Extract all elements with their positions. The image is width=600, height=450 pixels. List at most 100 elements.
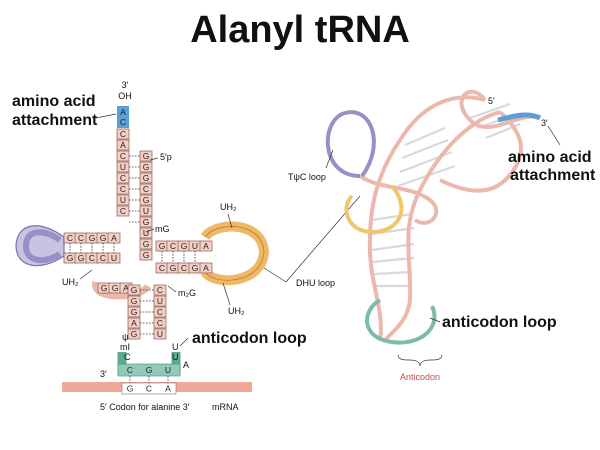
d-top-nt-box bbox=[199, 240, 213, 252]
middle-nt: G bbox=[101, 283, 108, 293]
tpsic-top-nt: C bbox=[67, 233, 73, 243]
acceptor-3-nt: C bbox=[120, 184, 126, 194]
anticodon-right-nt-box bbox=[153, 317, 167, 329]
uh2-label-bottom: UH₂ bbox=[228, 306, 245, 316]
nt-c-top: C bbox=[120, 117, 126, 127]
tpsic-bottom-nt: U bbox=[111, 253, 117, 263]
acceptor-3-nt: C bbox=[120, 151, 126, 161]
acceptor-5-nt-box bbox=[139, 161, 153, 173]
base-pair-lines bbox=[69, 155, 196, 335]
tpsic-bottom-nt: C bbox=[89, 253, 95, 263]
acceptor-5-nt-box bbox=[139, 238, 153, 250]
anticodon-right-nt-box bbox=[153, 306, 167, 318]
acceptor-3-nt: C bbox=[120, 129, 126, 139]
tpsic-bottom-nt: G bbox=[67, 253, 74, 263]
tpsic-loop-3d bbox=[325, 110, 376, 178]
codon-nt-1: G bbox=[127, 384, 134, 394]
d-top-nt: U bbox=[192, 241, 198, 251]
mi-label: mI bbox=[120, 342, 130, 352]
helix-rung bbox=[401, 138, 449, 160]
acceptor-5-nt: U bbox=[143, 228, 149, 238]
acceptor-3-nt-box bbox=[116, 139, 130, 151]
acceptor-3-nt-box bbox=[116, 128, 130, 140]
anticodon-left-nt: G bbox=[131, 296, 138, 306]
tpsic-top-nt: G bbox=[89, 233, 96, 243]
codon-box bbox=[121, 382, 177, 395]
amino-acid-label-right-1: amino acid bbox=[508, 149, 592, 166]
page-title: Alanyl tRNA bbox=[190, 9, 410, 51]
helix-rung bbox=[373, 270, 413, 276]
d-bottom-nt: C bbox=[159, 263, 165, 273]
three-prime-bottom: 3′ bbox=[100, 369, 107, 379]
d-bottom-nt-box bbox=[199, 262, 213, 274]
strand-c bbox=[439, 110, 523, 193]
acceptor-5-nt: G bbox=[143, 250, 150, 260]
codon-label: 5′ Codon for alanine 3′ bbox=[100, 402, 190, 412]
three-prime-top: 3′ bbox=[122, 80, 129, 90]
anticodon-left-nt: G bbox=[131, 307, 138, 317]
amino-acid-label-left-1: amino acid bbox=[12, 93, 96, 110]
strand-d bbox=[459, 89, 541, 129]
acceptor-5-nt: G bbox=[143, 173, 150, 183]
acceptor-5-nt: U bbox=[143, 206, 149, 216]
strand-a bbox=[367, 95, 486, 341]
five-prime-p-label: 5′p bbox=[160, 152, 172, 162]
mg-label: mG bbox=[155, 224, 170, 234]
anticodon-right-nt: C bbox=[157, 307, 163, 317]
anticodon-nt-2: G bbox=[146, 365, 153, 375]
d-bottom-nt: C bbox=[181, 263, 187, 273]
anticodon-right-nt: U bbox=[157, 296, 163, 306]
d-bottom-nt: A bbox=[203, 263, 209, 273]
uh2-label-left: UH₂ bbox=[62, 277, 79, 287]
tpsic-bottom-nt: C bbox=[100, 253, 106, 263]
dhu-loop-left bbox=[200, 221, 270, 286]
oh-label: OH bbox=[118, 91, 132, 101]
dhu-loop-label: DHU loop bbox=[296, 278, 335, 288]
u-nt2-label: U bbox=[172, 342, 179, 352]
d-top-nt: A bbox=[203, 241, 209, 251]
strand-b bbox=[383, 110, 501, 342]
acceptor-5-nt: C bbox=[143, 184, 149, 194]
anticodon-nt-1: C bbox=[127, 365, 133, 375]
tpsic-top-nt: A bbox=[111, 233, 117, 243]
helix-rung bbox=[404, 126, 446, 147]
three-prime-right: 3′ bbox=[541, 118, 548, 128]
codon-nt-3: A bbox=[165, 384, 171, 394]
anticodon-label: Anticodon bbox=[400, 372, 440, 382]
acceptor-3-nt: C bbox=[120, 206, 126, 216]
a-nt-label: A bbox=[183, 360, 189, 370]
uh2-label-top: UH₂ bbox=[220, 202, 237, 212]
acceptor-5-nt: G bbox=[143, 239, 150, 249]
anticodon-right-nt-box bbox=[153, 295, 167, 307]
acceptor-5-nt-box bbox=[139, 150, 153, 162]
five-prime-right: 5′ bbox=[488, 96, 495, 106]
attachment-cap bbox=[117, 106, 129, 128]
anticodon-right-nt: U bbox=[157, 329, 163, 339]
tpsic-loop-band bbox=[22, 229, 62, 264]
acceptor-5-nt-box bbox=[139, 205, 153, 217]
acceptor-5-nt-box bbox=[139, 216, 153, 228]
d-bottom-nt: G bbox=[192, 263, 199, 273]
anticodon-left-nt: G bbox=[131, 329, 138, 339]
attachment-end-3d bbox=[497, 112, 542, 123]
anticodon-right-nt-box bbox=[153, 328, 167, 340]
helix-rung bbox=[469, 102, 511, 120]
c-nt-label: C bbox=[124, 352, 131, 362]
strand-e bbox=[358, 174, 439, 225]
d-top-nt: G bbox=[159, 241, 166, 251]
dhu-loop-3d bbox=[344, 184, 404, 235]
helix-rungs bbox=[371, 102, 521, 288]
acceptor-3-nt: U bbox=[120, 162, 126, 172]
tpsic-bottom-nt: G bbox=[78, 253, 85, 263]
anticodon-loop-label-right: anticodon loop bbox=[442, 314, 557, 331]
tpsic-top-nt: G bbox=[100, 233, 107, 243]
anticodon-left-nt: G bbox=[131, 285, 138, 295]
anticodon-loop-3d bbox=[365, 298, 437, 345]
